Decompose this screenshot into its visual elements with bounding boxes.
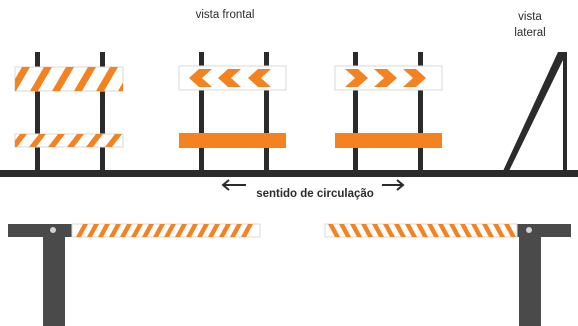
pivot-bolt [526, 227, 532, 233]
boom-arm-stripes [71, 223, 261, 238]
stripe-panel-top [14, 66, 124, 92]
road-surface-line [0, 170, 578, 177]
a-frame-outline [503, 52, 567, 171]
side-view-label-line2: lateral [514, 27, 546, 39]
boom-arm-stripes [324, 223, 518, 238]
solid-orange-rail [335, 133, 442, 148]
gate-post [43, 232, 65, 326]
barricade-post [100, 52, 105, 172]
gate-head [515, 224, 571, 237]
boom-gate-left [8, 223, 261, 326]
barricade-post [264, 52, 269, 172]
chevron-panel-left [178, 65, 287, 91]
barricade-post [199, 52, 204, 172]
gate-head [8, 224, 72, 237]
direction-arrows [221, 179, 405, 191]
barricade-chevron-left [178, 52, 287, 172]
barricade-post [418, 52, 423, 172]
barricade-chevron-right [334, 52, 443, 172]
chevron-right-icon [403, 69, 426, 87]
gate-post [519, 232, 541, 326]
barricade-diagonal-stripes [14, 52, 124, 172]
solid-orange-rail [179, 133, 286, 148]
direction-label: sentido de circulação [256, 188, 374, 200]
stripe-panel-bottom [14, 133, 124, 148]
chevron-left-icon [218, 69, 241, 87]
side-view-label: vista lateral [505, 9, 555, 41]
barricade-post [353, 52, 358, 172]
barricade-post [35, 52, 40, 172]
boom-gate-right [324, 223, 571, 326]
chevron-panel-right [334, 65, 443, 91]
side-view-label-line1: vista [518, 11, 542, 23]
front-view-label: vista frontal [195, 9, 255, 21]
chevron-right-icon [345, 69, 368, 87]
chevron-left-icon [189, 69, 212, 87]
barricade-side-view [503, 52, 567, 171]
chevron-right-icon [374, 69, 397, 87]
chevron-left-icon [248, 69, 271, 87]
pivot-bolt [50, 227, 56, 233]
